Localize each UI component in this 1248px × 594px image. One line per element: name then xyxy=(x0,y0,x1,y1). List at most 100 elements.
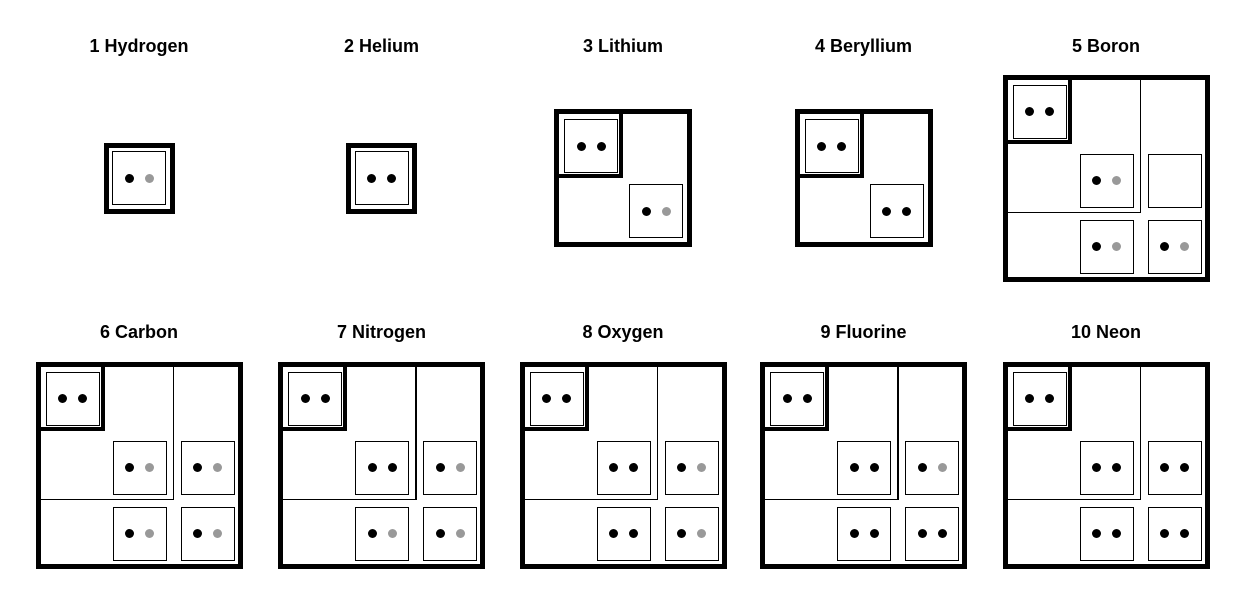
electron-dot xyxy=(641,206,651,216)
electron-dot xyxy=(1092,463,1101,472)
orbital-box-2p-c xyxy=(423,506,477,561)
orbital-box-1s xyxy=(45,371,100,426)
electron-dot xyxy=(837,141,846,151)
element-title-hydrogen: 1 Hydrogen xyxy=(89,36,189,56)
element-title-beryllium: 4 Beryllium xyxy=(814,36,913,56)
electron-dot xyxy=(1025,394,1034,403)
electron-dot xyxy=(125,529,134,538)
shell-1-box xyxy=(1002,361,1072,431)
electron-dot xyxy=(435,463,445,472)
orbital-box-2p-a xyxy=(1147,440,1202,495)
empty-slot-dot xyxy=(661,206,671,216)
empty-slot-dot xyxy=(144,173,154,183)
electron-dot xyxy=(609,529,618,538)
electron-dot xyxy=(1092,242,1101,251)
subshell-divider-horizontal xyxy=(283,498,417,500)
orbital-box-1s xyxy=(804,119,859,173)
atom-box-carbon xyxy=(35,361,243,569)
electron-dot xyxy=(629,463,638,472)
orbital-box-2p-a xyxy=(423,440,477,495)
shell-1-box xyxy=(278,361,347,431)
empty-slot-dot xyxy=(1112,176,1121,185)
orbital-box-2s xyxy=(1079,153,1134,208)
empty-slot-dot xyxy=(213,529,222,538)
shell-1-box xyxy=(1002,74,1072,144)
orbital-box-2p-a xyxy=(664,440,719,495)
electron-dot xyxy=(1092,176,1101,185)
subshell-divider-vertical xyxy=(415,366,417,499)
electron-dot xyxy=(1160,529,1169,538)
electron-dot xyxy=(58,394,67,403)
orbital-box-2p-c xyxy=(664,506,719,561)
orbital-box-2p-b xyxy=(1079,219,1134,274)
subshell-divider-horizontal xyxy=(524,498,658,500)
subshell-divider-horizontal xyxy=(765,498,899,500)
orbital-box-1s xyxy=(354,151,409,205)
subshell-divider-vertical xyxy=(172,366,174,499)
empty-slot-dot xyxy=(697,529,706,538)
electron-dot xyxy=(817,141,826,151)
electron-dot xyxy=(629,529,638,538)
electron-dot xyxy=(1160,463,1169,472)
orbital-box-1s xyxy=(288,371,342,426)
subshell-divider-horizontal xyxy=(40,498,174,500)
empty-slot-dot xyxy=(697,463,706,472)
orbital-box-2p-b xyxy=(837,506,891,561)
electron-dot xyxy=(869,529,879,538)
electron-dot xyxy=(596,141,606,151)
electron-dot xyxy=(677,463,686,472)
element-title-fluorine: 9 Fluorine xyxy=(820,322,907,342)
electron-dot xyxy=(125,463,134,472)
empty-slot-dot xyxy=(1112,242,1121,251)
electron-dot xyxy=(193,463,202,472)
electron-dot xyxy=(849,529,859,538)
orbital-box-2s xyxy=(869,184,924,238)
electron-dot xyxy=(542,394,551,403)
orbital-box-1s xyxy=(770,371,824,426)
electron-dot xyxy=(193,529,202,538)
electron-dot xyxy=(367,529,377,538)
electron-dot xyxy=(78,394,87,403)
electron-dot xyxy=(1112,463,1121,472)
atom-box-lithium xyxy=(554,109,692,247)
electron-dot xyxy=(677,529,686,538)
orbital-box-2s xyxy=(596,440,651,495)
electron-dot xyxy=(869,463,879,472)
electron-dot xyxy=(1025,107,1034,116)
electron-dot xyxy=(435,529,445,538)
empty-slot-dot xyxy=(145,529,154,538)
electron-dot xyxy=(902,206,911,216)
orbital-box-2s xyxy=(837,440,891,495)
atom-box-fluorine xyxy=(760,361,967,569)
electron-dot xyxy=(562,394,571,403)
electron-dot xyxy=(387,173,396,183)
electron-dot xyxy=(1180,463,1189,472)
orbital-box-2p-b xyxy=(112,506,167,561)
atom-box-neon xyxy=(1002,361,1210,569)
subshell-divider-horizontal xyxy=(1007,498,1141,500)
orbital-box-2s xyxy=(1079,440,1134,495)
electron-dot xyxy=(576,141,586,151)
electron-dot xyxy=(367,463,377,472)
empty-slot-dot xyxy=(387,529,397,538)
subshell-divider-vertical xyxy=(656,366,658,499)
element-title-boron: 5 Boron xyxy=(1071,36,1140,56)
electron-dot xyxy=(782,394,792,403)
orbital-box-2s xyxy=(112,440,167,495)
element-title-helium: 2 Helium xyxy=(343,36,420,56)
electron-dot xyxy=(124,173,134,183)
electron-dot xyxy=(917,463,927,472)
empty-slot-dot xyxy=(455,463,465,472)
orbital-box-2p-b xyxy=(1079,506,1134,561)
subshell-divider-vertical xyxy=(897,366,899,499)
electron-dot xyxy=(802,394,812,403)
subshell-divider-vertical xyxy=(1139,79,1141,212)
electron-dot xyxy=(320,394,330,403)
atom-box-helium xyxy=(346,142,417,214)
empty-slot-dot xyxy=(213,463,222,472)
electron-dot xyxy=(882,206,891,216)
empty-slot-dot xyxy=(1180,242,1189,251)
orbital-box-1s xyxy=(529,371,584,426)
electron-dot xyxy=(937,529,947,538)
